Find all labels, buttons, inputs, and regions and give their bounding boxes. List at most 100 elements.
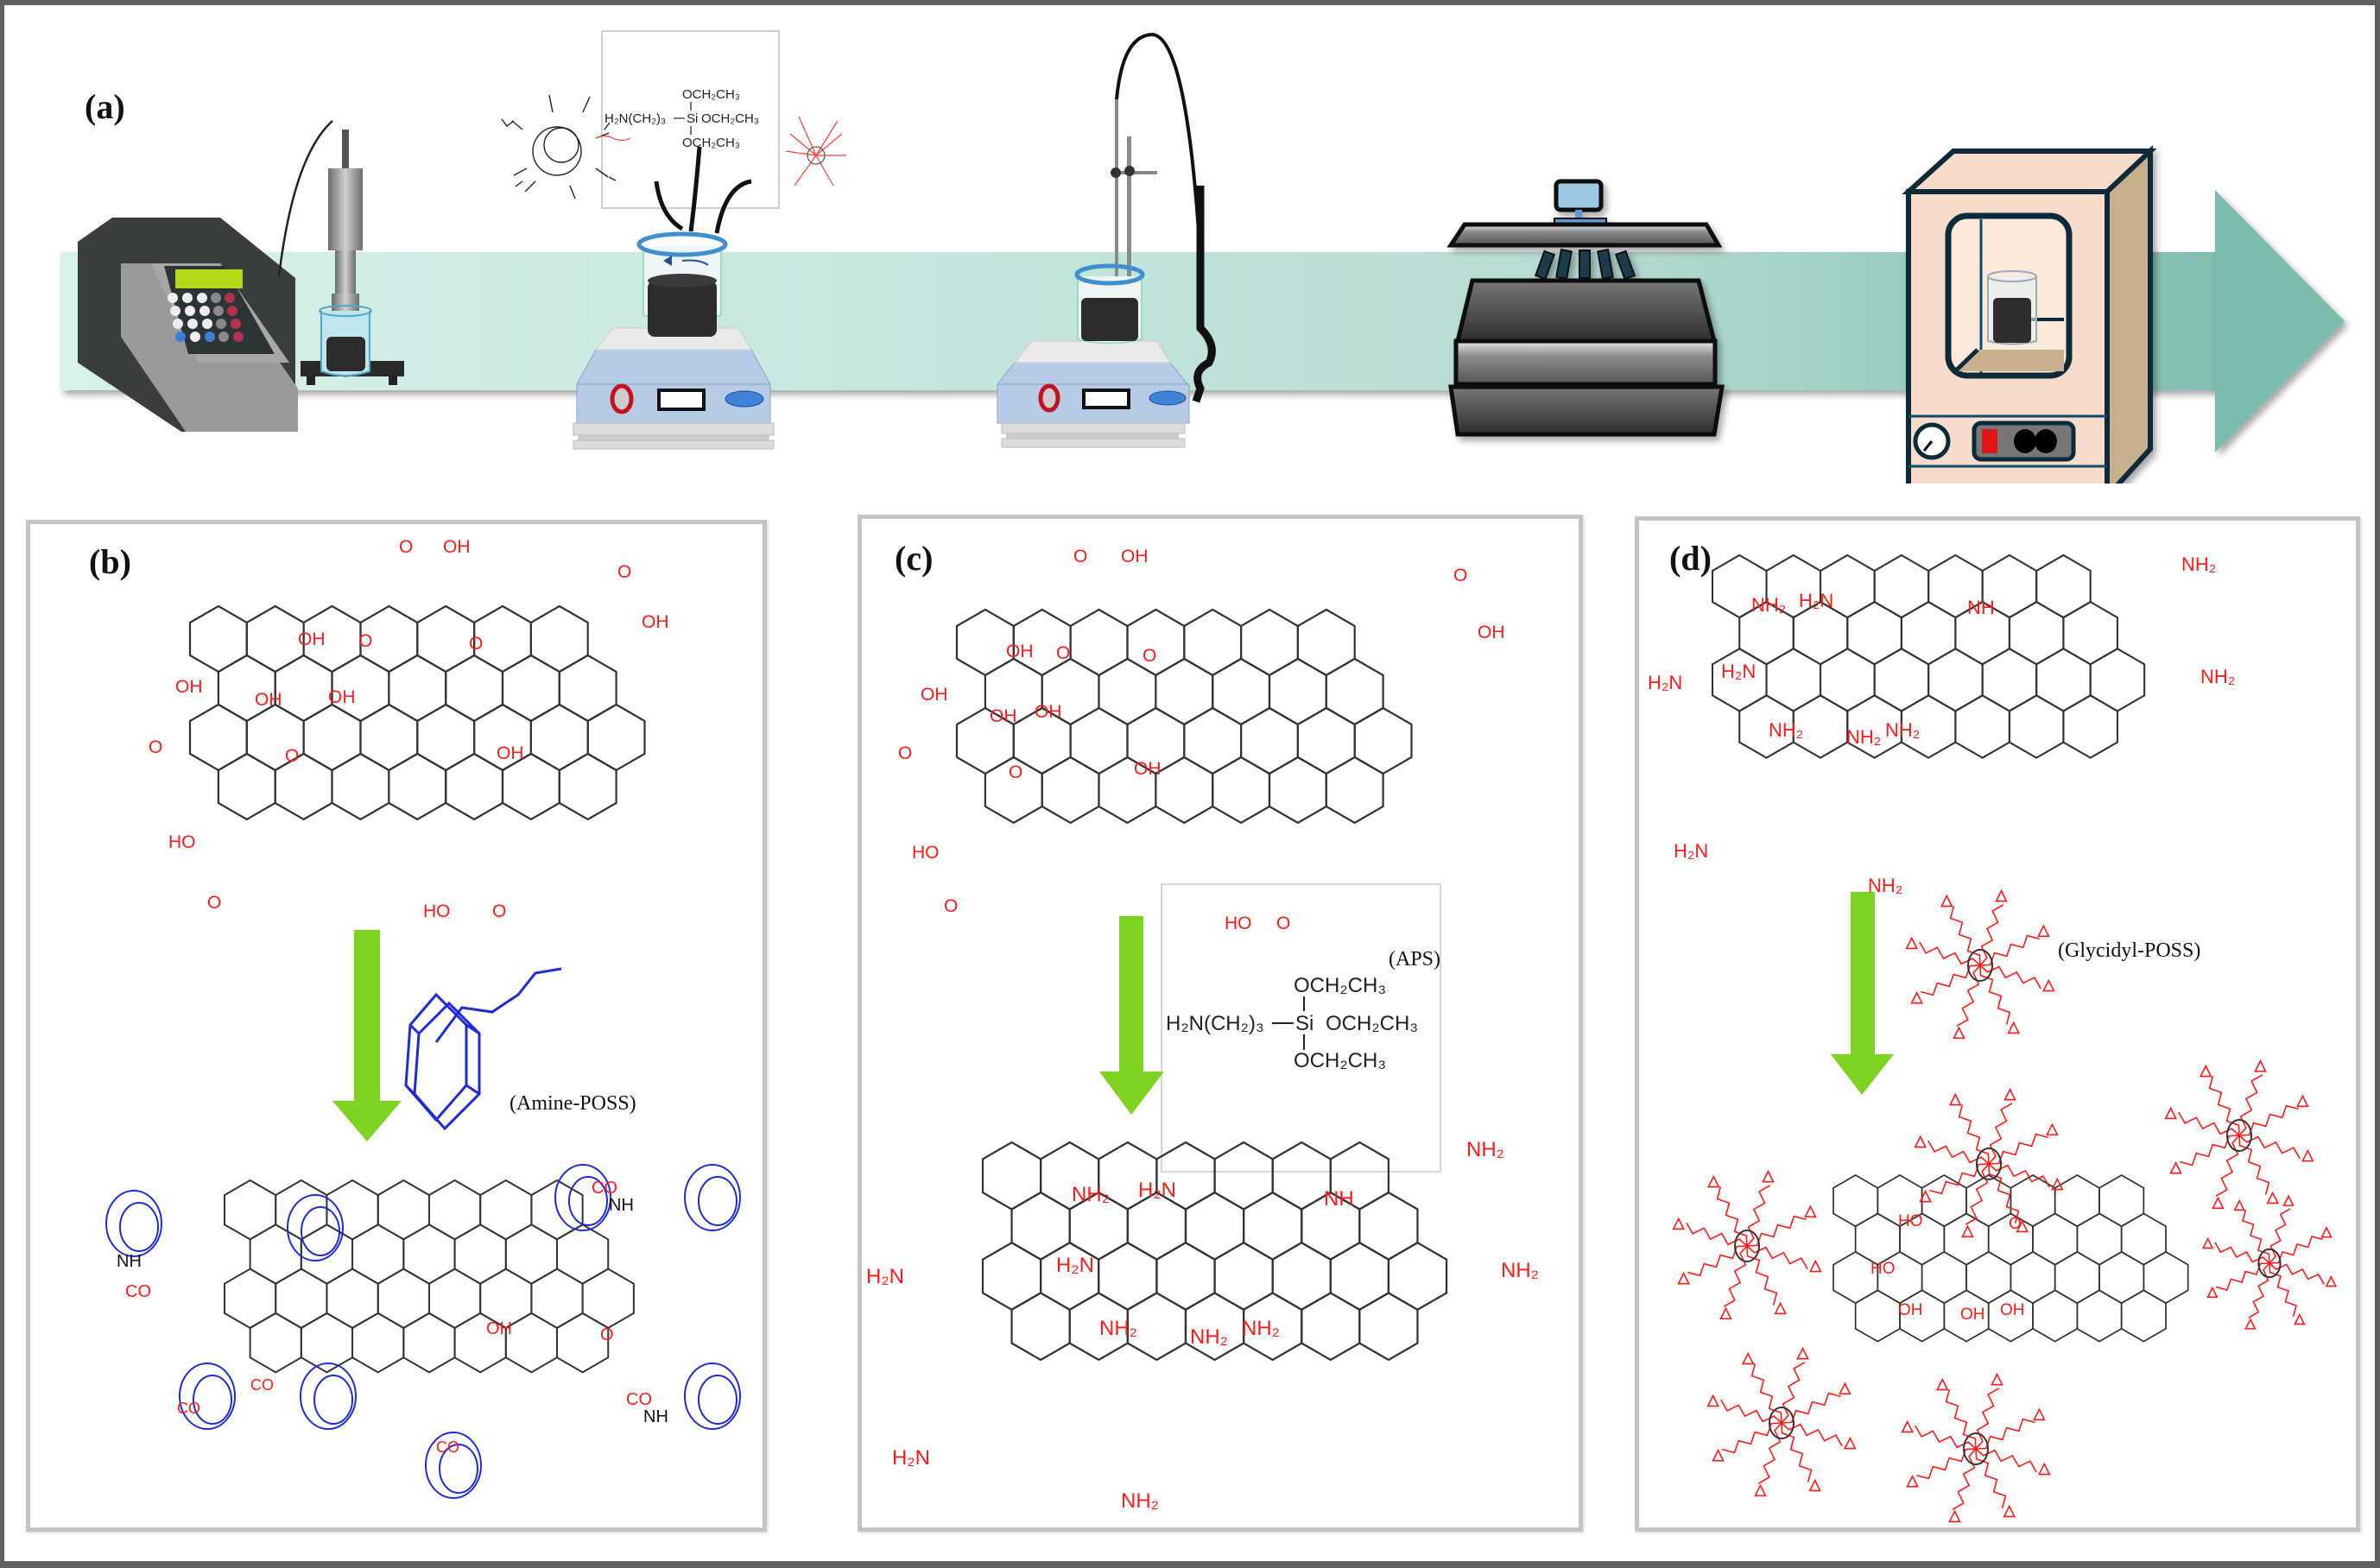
group-o: O bbox=[358, 631, 372, 651]
group-oh: OH bbox=[2000, 1301, 2025, 1319]
hexagon-ring bbox=[2032, 1212, 2079, 1266]
panel-a-label: (a) bbox=[85, 87, 125, 126]
epoxide-ring bbox=[2282, 1194, 2295, 1206]
hexagon-ring bbox=[1819, 648, 1876, 712]
hexagon-ring bbox=[1301, 1292, 1361, 1362]
hexagon-ring bbox=[479, 1179, 533, 1241]
glycidyl-arm bbox=[1988, 1163, 2020, 1223]
glycidyl-arm bbox=[1927, 1140, 1990, 1165]
amine-poss-sketch-icon bbox=[501, 94, 617, 199]
glycidyl-arm bbox=[1979, 904, 2004, 966]
panel-c-diagram: O OH O OH OH O O OH OH OH O O OH HO O HO… bbox=[866, 547, 1539, 1513]
aps-top-group: OCH₂CH₃ bbox=[682, 87, 740, 102]
hexagon-ring bbox=[326, 1179, 379, 1241]
centrifuge-icon bbox=[1446, 179, 1725, 437]
hexagon-ring bbox=[1184, 1191, 1245, 1261]
hexagon-ring bbox=[1854, 1212, 1901, 1266]
poss-cage bbox=[1769, 1407, 1794, 1439]
hexagon-ring bbox=[359, 703, 419, 772]
epoxide-ring bbox=[1677, 1271, 1690, 1285]
hexagon-ring bbox=[1765, 648, 1822, 712]
hexagon-ring bbox=[2089, 648, 2146, 712]
hexagon-ring bbox=[1873, 553, 1930, 619]
glycidyl-arm bbox=[1746, 1245, 1808, 1270]
epoxide-ring bbox=[1706, 1174, 1720, 1188]
epoxide-ring bbox=[2212, 1196, 2225, 1210]
hexagon-ring bbox=[388, 654, 447, 723]
amine-poss-cage-inner bbox=[439, 1444, 478, 1494]
glycidyl-arm bbox=[1988, 1163, 2050, 1188]
aps-inset-box bbox=[1161, 883, 1441, 1173]
hexagon-ring bbox=[2098, 1250, 2145, 1305]
hexagon-ring bbox=[1981, 648, 2038, 712]
glycidyl-arm bbox=[2238, 1074, 2263, 1136]
reagent-inset-box bbox=[601, 30, 780, 209]
glycidyl-arm bbox=[1975, 1388, 2000, 1450]
glycidyl-arm bbox=[2214, 1242, 2270, 1264]
process-flow-panel: OCH₂CH₃ H₂N(CH₂)₃ Si OCH₂CH₃ OCH₂CH₃ bbox=[60, 30, 2345, 484]
epoxide-ring bbox=[2206, 1286, 2219, 1299]
hexagon-ring bbox=[1268, 657, 1327, 726]
group-h2n: H₂N bbox=[1648, 672, 1682, 693]
group-nh2: NH₂ bbox=[1751, 594, 1786, 616]
hexagon-ring bbox=[501, 752, 560, 821]
poss-functionalized-graphene: HO O HO OH OH OH bbox=[1672, 1059, 2338, 1523]
hexagon-ring bbox=[302, 703, 362, 772]
glycidyl-arm bbox=[1945, 1389, 1977, 1450]
epoxide-ring bbox=[2003, 1504, 2016, 1518]
glycidyl-arm bbox=[1722, 1422, 1782, 1454]
hexagon-ring bbox=[331, 752, 390, 821]
hexagon-ring bbox=[224, 1179, 277, 1241]
epoxide-ring bbox=[2037, 924, 2050, 938]
epoxide-ring bbox=[1905, 936, 1919, 950]
group-oh: OH bbox=[486, 1319, 512, 1338]
hexagon-ring bbox=[1098, 1241, 1158, 1312]
panel-c: (c) O OH O OH OH O O OH OH OH O O OH HO … bbox=[858, 515, 1583, 1532]
glycidyl-arm bbox=[1687, 1245, 1748, 1277]
group-nh: NH bbox=[1324, 1187, 1354, 1211]
epoxide-ring bbox=[2033, 1407, 2046, 1421]
group-o: O bbox=[944, 896, 958, 916]
aps-left-group: H₂N(CH₂)₃ bbox=[604, 111, 666, 126]
hexagon-ring bbox=[453, 1223, 507, 1285]
glycidyl-arm bbox=[1723, 1245, 1748, 1307]
hexagon-ring bbox=[188, 703, 248, 772]
amine-poss-cage-inner bbox=[698, 1176, 737, 1226]
glycidyl-poss-label: (Glycidyl-POSS) bbox=[2058, 939, 2200, 962]
glycidyl-arm bbox=[1915, 1425, 1977, 1450]
glycidyl-arm bbox=[2238, 1104, 2299, 1136]
epoxide-ring bbox=[1948, 1092, 1962, 1106]
glycidyl-arm bbox=[1781, 1362, 1806, 1424]
group-o: O bbox=[617, 562, 631, 582]
group-o: O bbox=[399, 537, 413, 557]
epoxide-ring bbox=[1948, 1509, 1961, 1523]
hexagon-ring bbox=[427, 1179, 482, 1241]
hexagon-ring bbox=[504, 1223, 559, 1285]
group-oh: OH bbox=[1121, 547, 1149, 566]
amine-poss-cage-inner bbox=[568, 1176, 608, 1226]
glycidyl-poss-molecule bbox=[1905, 888, 2055, 1040]
glycidyl-arm bbox=[1958, 1104, 1990, 1165]
group-h2n: H₂N bbox=[1799, 590, 1833, 611]
amine-poss-cage-inner bbox=[313, 1375, 353, 1425]
hexagon-ring bbox=[529, 604, 589, 673]
hexagon-ring bbox=[501, 654, 560, 723]
hexagon-ring bbox=[504, 1312, 559, 1374]
panel-d: (d) NH₂ NH₂ H₂N NH H₂N H₂N NH₂ NH₂ NH₂ N… bbox=[1635, 516, 2360, 1532]
hexagon-ring bbox=[529, 703, 589, 772]
hexagon-ring bbox=[416, 604, 476, 673]
group-oh: OH bbox=[642, 612, 669, 632]
hexagon-ring bbox=[1965, 1250, 2012, 1305]
epoxide-ring bbox=[2233, 1198, 2245, 1211]
hexagon-ring bbox=[1240, 706, 1299, 775]
hexagon-ring bbox=[2062, 600, 2118, 666]
epoxide-ring bbox=[1774, 1301, 1788, 1315]
hexagon-ring bbox=[1965, 1174, 2012, 1228]
glycidyl-arm bbox=[1916, 1448, 1977, 1480]
aps-top-group: OCH₂CH₃ bbox=[1294, 974, 1386, 997]
amine-poss-cage-inner bbox=[301, 1206, 340, 1256]
hexagon-ring bbox=[1921, 1250, 1967, 1305]
hexagon-ring bbox=[1921, 1174, 1967, 1228]
epoxide-ring bbox=[2254, 1059, 2267, 1072]
glycidyl-arm bbox=[2208, 1076, 2240, 1136]
